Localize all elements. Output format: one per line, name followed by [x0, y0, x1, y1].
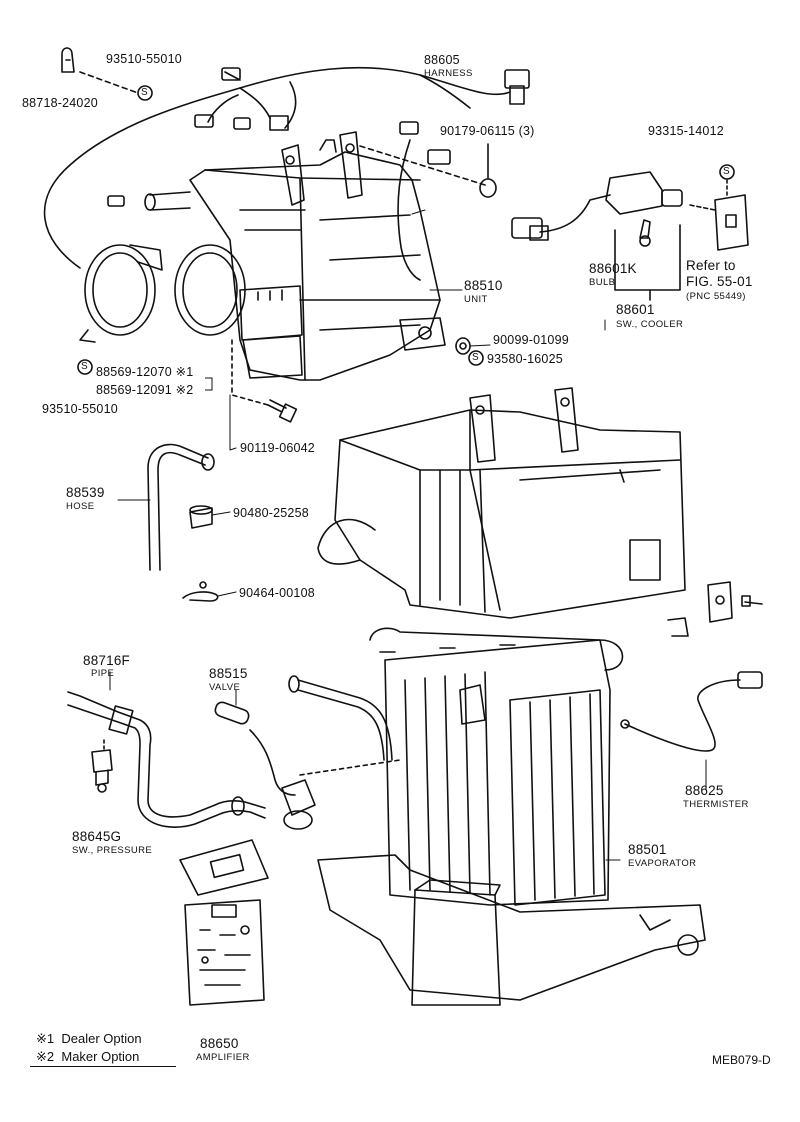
label-88569-12070: 88569-12070 ※1	[96, 366, 193, 379]
label-thermister: THERMISTER	[683, 799, 749, 810]
label-hose: HOSE	[66, 501, 95, 512]
screw-s-mark-top: S	[141, 87, 149, 98]
legend-maker-option: ※2 Maker Option	[36, 1050, 139, 1063]
label-refer-pnc: (PNC 55449)	[686, 291, 746, 302]
valve-88515	[214, 701, 401, 830]
label-88601k: 88601K	[589, 261, 637, 276]
label-88605: 88605	[424, 53, 460, 67]
cooler-switch-88601	[511, 171, 683, 241]
label-88501: 88501	[628, 842, 667, 857]
grommet-90179	[359, 143, 497, 198]
label-evaporator: EVAPORATOR	[628, 858, 697, 869]
label-90119-06042: 90119-06042	[240, 441, 315, 455]
legend-text-2: Maker Option	[61, 1049, 140, 1064]
label-88515: 88515	[209, 666, 248, 681]
label-unit: UNIT	[464, 294, 488, 305]
evaporator-88501	[317, 627, 706, 1006]
label-88569-12091-mark: ※2	[175, 383, 194, 397]
label-refer-fig: FIG. 55-01	[686, 274, 753, 289]
label-sw-pressure: SW., PRESSURE	[72, 845, 153, 856]
label-refer-to: Refer to	[686, 258, 736, 273]
small-clip-case	[667, 617, 689, 637]
thermister-88625	[620, 671, 763, 752]
label-90179-06115: 90179-06115 (3)	[440, 124, 535, 138]
label-88645g: 88645G	[72, 829, 122, 844]
grommet-90099	[455, 337, 471, 355]
label-88510: 88510	[464, 278, 503, 293]
bracket-93315	[689, 164, 749, 251]
ring-88569-12091	[174, 244, 246, 336]
diagram-code: MEB079-D	[712, 1053, 771, 1067]
label-88650: 88650	[200, 1036, 239, 1051]
label-88569-12070-number: 88569-12070	[96, 365, 172, 379]
hose-88539	[147, 443, 215, 571]
evaporator-pipe	[288, 675, 393, 761]
label-90464-00108: 90464-00108	[239, 586, 315, 600]
label-amplifier: AMPLIFIER	[196, 1052, 250, 1063]
label-88569-12091: 88569-12091 ※2	[96, 384, 193, 397]
pipe-88716f	[67, 691, 266, 828]
unit-case-upper	[317, 387, 686, 619]
clip-88718	[61, 47, 75, 73]
bulb-88601k	[639, 219, 651, 247]
legend-text-1: Dealer Option	[61, 1031, 142, 1046]
ring-88569-12070	[79, 244, 163, 343]
harness-wire	[43, 66, 511, 281]
label-88569-12070-mark: ※1	[175, 365, 194, 379]
label-93510-55010-bottom: 93510-55010	[42, 402, 118, 416]
screw-s-mark-93315: S	[723, 166, 731, 177]
label-88716f: 88716F	[83, 653, 130, 668]
legend-underline	[30, 1066, 176, 1067]
legend-mark-1: ※1	[36, 1031, 55, 1046]
screw-s-mark-93580: S	[472, 352, 480, 363]
label-88539: 88539	[66, 485, 105, 500]
label-88625: 88625	[685, 783, 724, 798]
label-93315-14012: 93315-14012	[648, 124, 724, 138]
small-bracket-right	[707, 581, 763, 623]
amplifier-88650	[184, 899, 265, 1006]
leader-lines	[109, 209, 707, 861]
screw-symbol-ring	[77, 359, 93, 375]
grommet-90480	[189, 505, 213, 529]
label-93580-16025: 93580-16025	[487, 352, 563, 366]
label-90099-01099: 90099-01099	[493, 333, 569, 347]
label-valve: VALVE	[209, 682, 241, 693]
label-sw-cooler: SW., COOLER	[616, 319, 684, 330]
label-bulb: BULB	[589, 277, 616, 288]
harness-connectors	[107, 67, 530, 207]
label-90480-25258: 90480-25258	[233, 506, 309, 520]
amplifier-cover	[179, 839, 269, 896]
screw-s-mark-ring: S	[81, 361, 89, 372]
screw-symbol-93580	[468, 350, 484, 366]
legend-dealer-option: ※1 Dealer Option	[36, 1032, 142, 1045]
label-88718-24020: 88718-24020	[22, 96, 98, 110]
label-pipe: PIPE	[91, 668, 115, 679]
screw-symbol-top	[79, 71, 153, 101]
legend-mark-2: ※2	[36, 1049, 55, 1064]
cooling-unit-upper	[144, 131, 446, 381]
label-88569-12091-number: 88569-12091	[96, 383, 172, 397]
switch-bracket-lines	[614, 224, 681, 301]
label-88601: 88601	[616, 302, 655, 317]
clip-90464	[182, 581, 219, 602]
bolt-90119	[231, 339, 298, 423]
label-93510-55010-top: 93510-55010	[106, 52, 182, 66]
pressure-switch-88645g	[91, 739, 113, 793]
label-harness: HARNESS	[424, 68, 473, 79]
